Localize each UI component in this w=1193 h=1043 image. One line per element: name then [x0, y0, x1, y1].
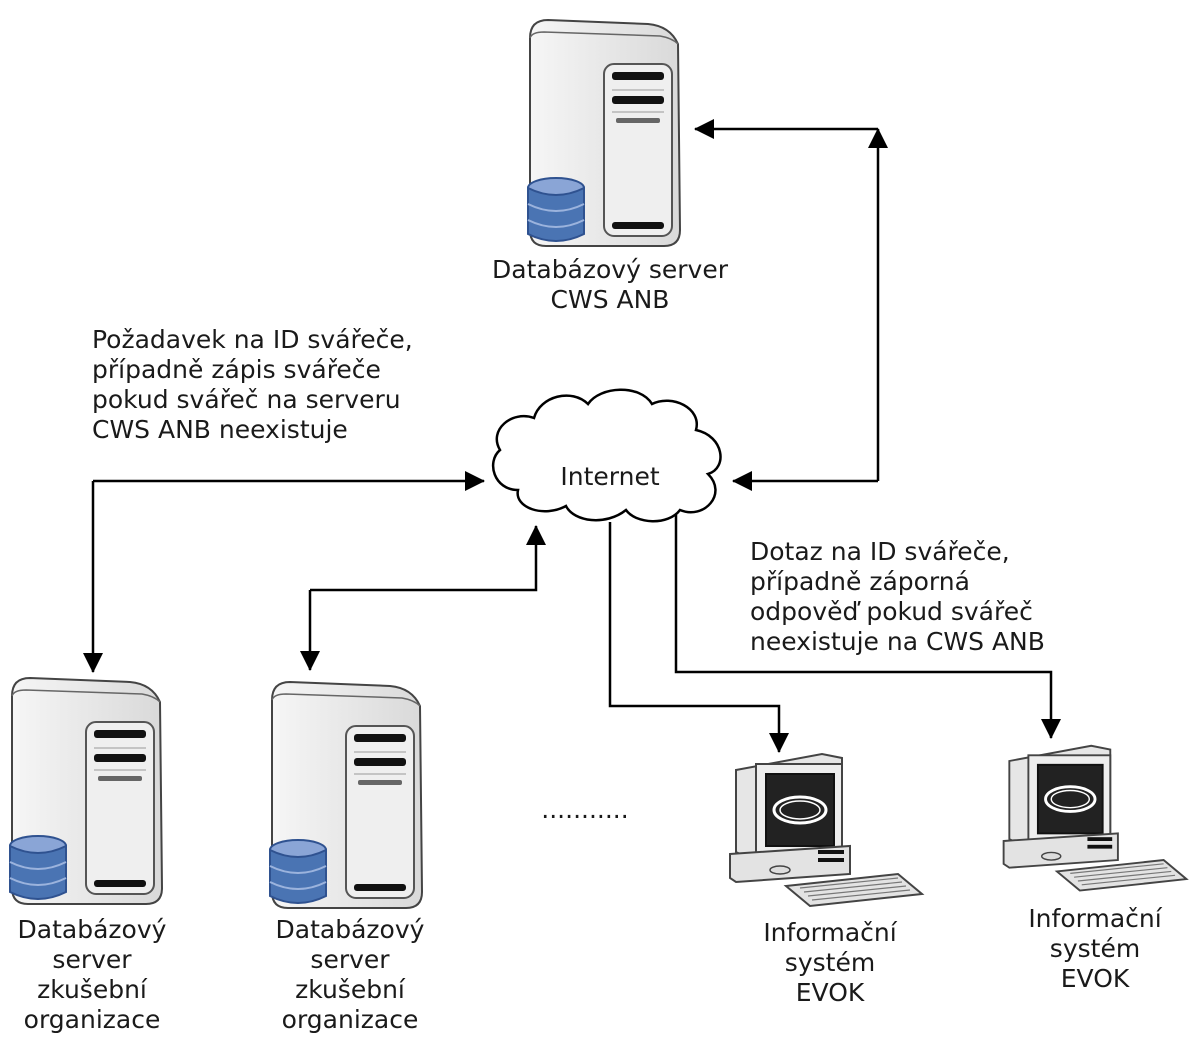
evok-2-label: Informační systém EVOK: [1028, 904, 1162, 993]
connector-left-server-2: [310, 525, 546, 592]
left-server-1-label: Databázový server zkušební organizace: [17, 915, 167, 1034]
left-server-2-label: Databázový server zkušební organizace: [275, 915, 425, 1034]
request-note: Požadavek na ID svářeče, případně zápis …: [92, 325, 413, 444]
evok-1-label: Informační systém EVOK: [763, 918, 897, 1007]
evok-2-computer-icon: [1002, 744, 1188, 892]
top-server-icon: [527, 19, 681, 247]
query-note: Dotaz na ID svářeče, případně záporná od…: [750, 537, 1045, 656]
left-server-2-icon: [269, 681, 423, 909]
internet-cloud-icon: [491, 388, 722, 523]
top-server-label: Databázový server CWS ANB: [492, 255, 728, 314]
evok-1-computer-icon: [728, 752, 924, 908]
connector-evok-1: [608, 522, 789, 753]
internet-label: Internet: [560, 462, 660, 491]
left-server-1-icon: [9, 677, 163, 905]
connector-evok-2: [674, 514, 1061, 739]
ellipsis: ...........: [541, 795, 629, 824]
